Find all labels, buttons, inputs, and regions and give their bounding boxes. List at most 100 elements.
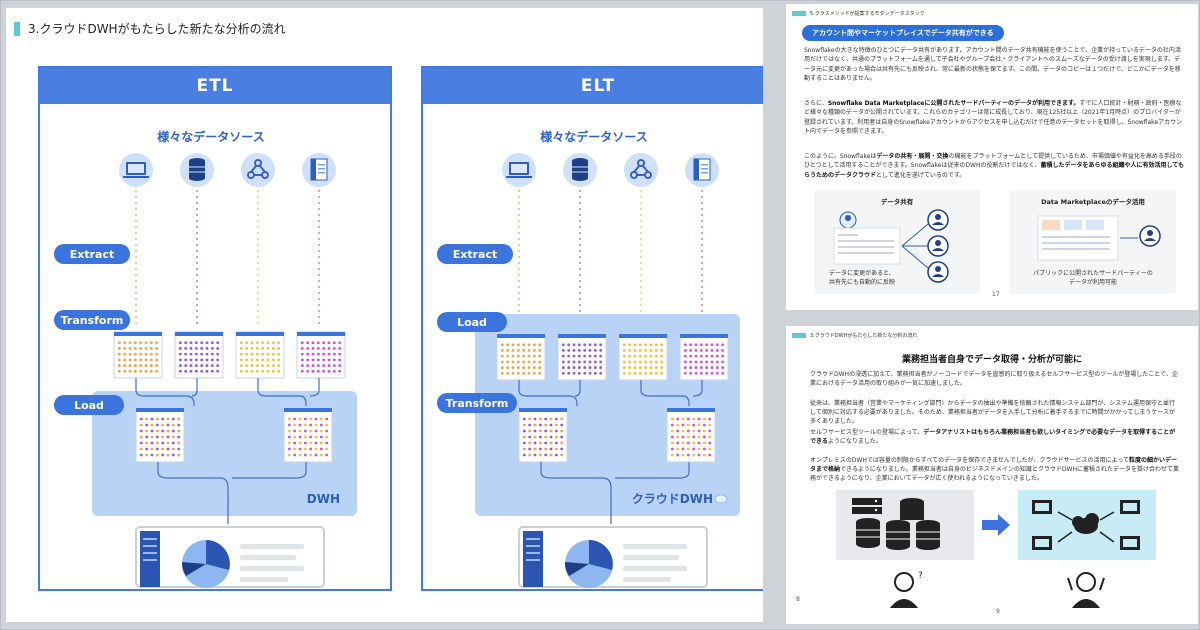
table-dot [149, 347, 153, 350]
table-dot [511, 354, 515, 358]
table-dot [311, 358, 315, 362]
table-dot [560, 441, 564, 445]
table-dot [298, 429, 302, 433]
table-dot [155, 441, 159, 445]
table-dot [692, 441, 696, 445]
table-dot [293, 453, 297, 457]
table-dot [303, 447, 307, 451]
elt-title: ELT [423, 68, 763, 104]
table-dot [139, 364, 143, 367]
table-dot [702, 435, 706, 439]
table-dot [500, 360, 504, 364]
database-stack-icon [856, 498, 940, 550]
table-dot [538, 343, 542, 347]
table-dot [544, 423, 548, 427]
table-dot [649, 343, 653, 347]
table-dot [554, 423, 558, 427]
table-dot [325, 435, 329, 439]
table-dot [184, 341, 188, 345]
table-dot [184, 364, 188, 367]
table-dot [549, 453, 553, 457]
table-dot [166, 441, 170, 445]
table-dot [522, 429, 526, 433]
table-dot [255, 369, 259, 373]
svg-text:Extract: Extract [70, 248, 115, 261]
table-dot [599, 371, 603, 375]
table-dot [117, 364, 121, 367]
table-dot [145, 435, 149, 439]
table-dot [325, 429, 329, 433]
table-dot [205, 358, 209, 362]
table-dot [245, 352, 249, 356]
table-header [175, 332, 223, 336]
table-dot [708, 441, 712, 445]
table-dot [250, 347, 254, 350]
etl-panel: ETL 様々なデータソース Extract Transform DWH [38, 66, 392, 591]
table-dot [561, 371, 565, 375]
table-dot [628, 360, 632, 364]
table-dot [123, 347, 127, 350]
table-dot [319, 417, 323, 421]
table-dot [327, 369, 331, 373]
table-dot [500, 343, 504, 347]
table-dot [689, 360, 693, 364]
table-dot [144, 358, 148, 362]
table-dot [681, 447, 685, 451]
table-dot [155, 369, 159, 373]
table-dot [293, 435, 297, 439]
section-marker [14, 21, 20, 36]
table-dot [676, 447, 680, 451]
data-table [518, 407, 568, 463]
table-dot [271, 347, 275, 350]
table-dot [702, 417, 706, 421]
table-dot [322, 352, 326, 356]
rb-paragraph-2: 従来は、業務担当者（営業やマーケティング部門）からデータの抽出や準備を依頼された… [810, 400, 1176, 426]
table-dot [599, 343, 603, 347]
table-dot [593, 349, 597, 352]
table-dot [593, 366, 597, 369]
table-dot [572, 360, 576, 364]
table-dot [149, 352, 153, 356]
table-dot [200, 369, 204, 373]
table-dot [697, 441, 701, 445]
table-dot [144, 347, 148, 350]
table-dot [293, 441, 297, 445]
table-dot [500, 349, 504, 352]
table-dot [205, 369, 209, 373]
table-dot [622, 343, 626, 347]
table-dot [715, 354, 719, 358]
table-dot [538, 371, 542, 375]
section-marker [792, 333, 806, 338]
table-dot [583, 349, 587, 352]
data-table [283, 407, 333, 463]
elt-connectors [518, 380, 703, 524]
table-dot [681, 417, 685, 421]
table-dot [622, 371, 626, 375]
table-dot [184, 369, 188, 373]
table-header [236, 332, 284, 336]
table-dot [516, 354, 520, 358]
table-dot [500, 354, 504, 358]
table-dot [686, 441, 690, 445]
table-dot [309, 429, 313, 433]
table-dot [216, 358, 220, 362]
table-dot [123, 341, 127, 345]
table-dot [144, 341, 148, 345]
table-dot [572, 366, 576, 369]
table-dot [123, 364, 127, 367]
table-dot [694, 360, 698, 364]
table-dot [245, 358, 249, 362]
table-dot [261, 369, 265, 373]
table-dot [577, 354, 581, 358]
table-dot [516, 343, 520, 347]
table-dot [705, 371, 709, 375]
table-dot [171, 429, 175, 433]
table-dot [298, 453, 302, 457]
table-dot [300, 358, 304, 362]
table-header [558, 334, 606, 338]
table-dot [311, 341, 315, 345]
elt-extract-stage: Extract [437, 244, 513, 264]
table-dot [660, 343, 664, 347]
table-dot [670, 429, 674, 433]
table-dot [338, 369, 342, 373]
